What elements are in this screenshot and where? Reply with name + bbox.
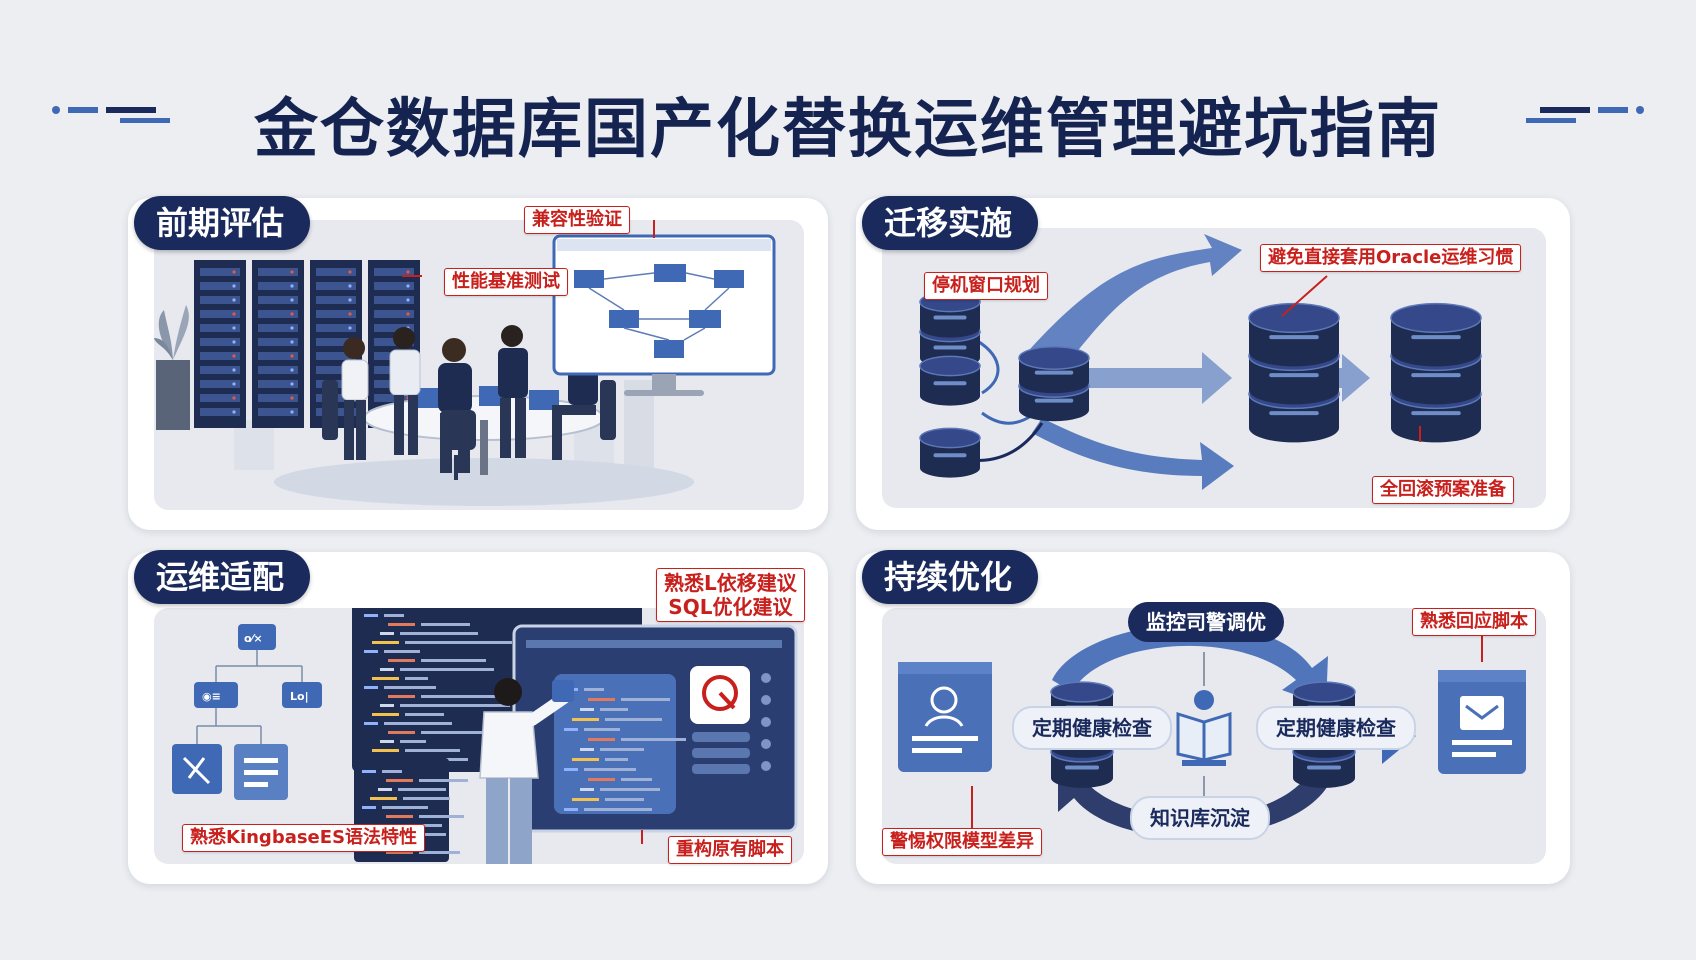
monitor-icon [552,234,776,396]
panel-optimize: 持续优化 监控司警调优 定期健康检查 定期健康检查 知识库沉淀 熟悉回应脚本 警… [856,550,1570,884]
panel-assess-scene [154,220,804,510]
panel-ops-scene: o⁄× ◉≡ Lo| [154,608,804,864]
label-window: 停机窗口规划 [924,272,1048,300]
ops-illustration: o⁄× ◉≡ Lo| [172,608,798,864]
svg-text:Lo|: Lo| [290,690,309,703]
right-decoration-icon [1526,106,1644,123]
database-icon [1248,302,1340,443]
database-icon [1018,346,1090,422]
panel-migrate: 迁移实施 避免直接套用Oracle运维习惯 停机窗口规划 全回滚预案准备 [856,196,1570,530]
person-icon [479,678,574,864]
label-rollback: 全回滚预案准备 [1372,476,1514,504]
node-health-right: 定期健康检查 [1256,706,1416,750]
node-knowledge: 知识库沉淀 [1130,796,1270,840]
tab-optimize[interactable]: 持续优化 [862,550,1039,604]
title-bar: 金仓数据库国产化替换运维管理避坑指南 [0,70,1696,170]
label-avoid-oracle: 避免直接套用Oracle运维习惯 [1260,244,1522,272]
label-compat: 兼容性验证 [524,206,630,234]
panel-assess: 前期评估 兼容性验证 性能基准测试 [128,196,828,530]
label-suggest-line1: 熟悉L依移建议 [664,571,797,595]
profile-card-icon [898,662,992,772]
assess-illustration [154,220,776,506]
tab-assess[interactable]: 前期评估 [134,196,311,250]
panel-ops: o⁄× ◉≡ Lo| [128,550,828,884]
database-icon [919,355,981,406]
tab-migrate[interactable]: 迁移实施 [862,196,1039,250]
page-title: 金仓数据库国产化替换运维管理避坑指南 [254,93,1442,167]
label-script: 熟悉回应脚本 [1412,608,1536,636]
label-perm: 警惕权限模型差异 [882,828,1042,856]
svg-text:o⁄×: o⁄× [244,632,263,645]
label-suggest-line2: SQL优化建议 [668,595,793,619]
label-perf: 性能基准测试 [444,268,568,296]
database-icon [1390,302,1482,443]
node-monitor: 监控司警调优 [1128,602,1284,642]
database-icon [919,427,981,478]
panel-optimize-scene [882,608,1546,864]
label-refactor: 重构原有脚本 [668,836,792,864]
label-suggest: 熟悉L依移建议 SQL优化建议 [656,568,805,622]
svg-text:◉≡: ◉≡ [202,690,221,703]
plant-icon [154,305,190,430]
book-icon [1176,690,1232,766]
node-health-left: 定期健康检查 [1012,706,1172,750]
tab-ops[interactable]: 运维适配 [134,550,311,604]
left-decoration-icon [52,106,170,123]
report-icon [1438,670,1526,774]
label-syntax: 熟悉KingbaseES语法特性 [182,824,426,852]
